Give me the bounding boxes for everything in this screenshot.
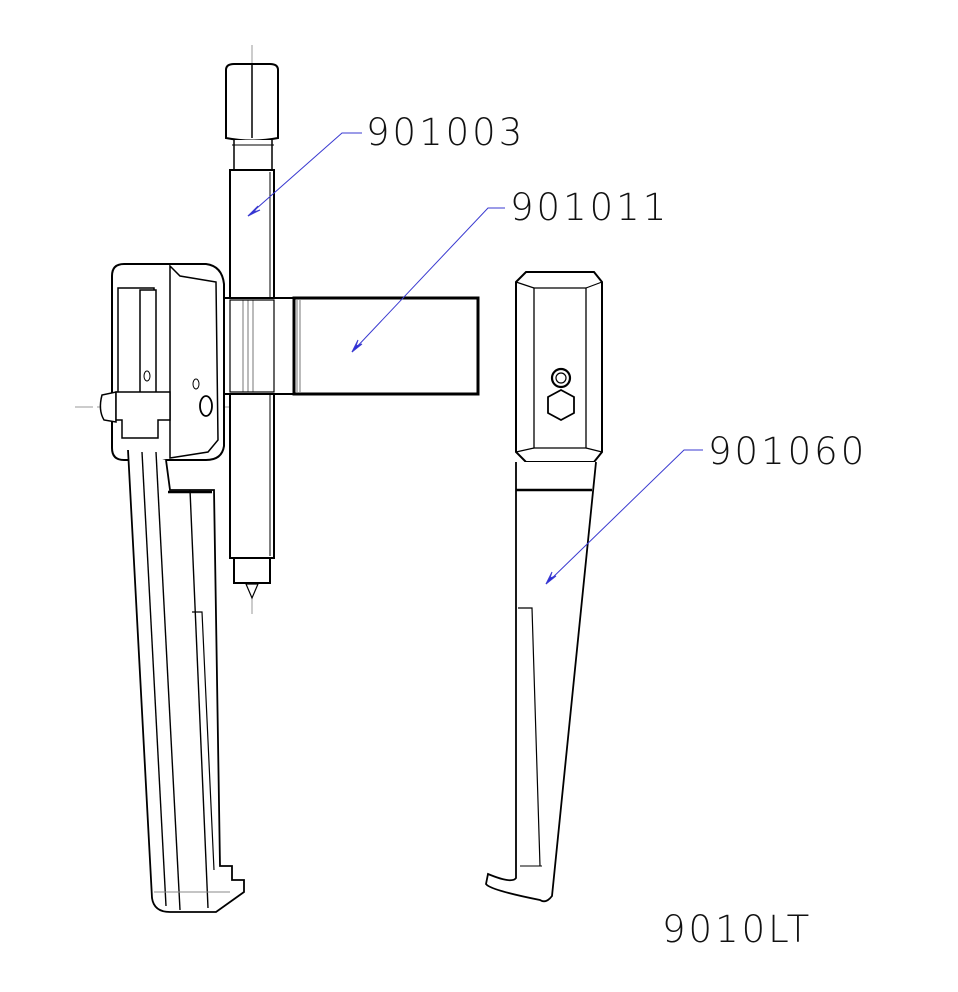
callout-label-901060: 901060 [708,430,868,473]
puller-leg-901060 [485,271,603,903]
left-leg-assembly [99,263,245,913]
callout-label-901011: 901011 [510,186,670,229]
cross-bar-901011 [221,296,480,396]
callout-label-901003: 901003 [366,111,526,154]
drawing-title: 9010LT [662,908,813,951]
leader-lines [247,132,703,585]
